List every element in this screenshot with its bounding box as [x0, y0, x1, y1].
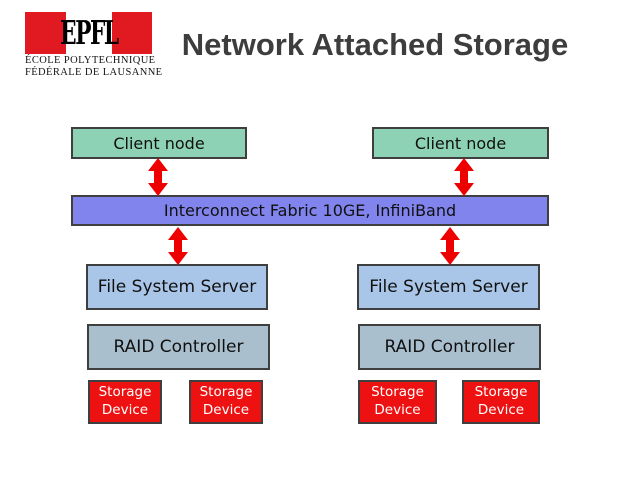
storage-device-label: Device	[101, 402, 149, 418]
raid-controller-right-box: RAID Controller	[358, 324, 541, 370]
file-system-server-left-box: File System Server	[86, 264, 268, 310]
storage-device-box: Storage Device	[358, 380, 437, 424]
storage-device-label: Storage	[98, 384, 152, 401]
slide-title: Network Attached Storage	[181, 27, 569, 62]
double-arrow-icon	[168, 227, 188, 265]
raid-controller-left-box: RAID Controller	[87, 324, 270, 370]
epfl-logo: EPFL	[25, 12, 152, 54]
epfl-logo-caption: ÉCOLE POLYTECHNIQUE FÉDÉRALE DE LAUSANNE	[25, 55, 165, 78]
interconnect-fabric-box: Interconnect Fabric 10GE, InfiniBand	[71, 195, 549, 226]
storage-device-box: Storage Device	[189, 380, 263, 424]
storage-device-label: Storage	[371, 384, 424, 401]
storage-device-label: Device	[202, 402, 250, 418]
storage-device-label: Device	[477, 402, 525, 418]
storage-device-label: Device	[374, 402, 421, 418]
epfl-logo-text: EPFL	[59, 14, 119, 52]
epfl-caption-line1: ÉCOLE POLYTECHNIQUE	[25, 55, 156, 66]
file-system-server-right-box: File System Server	[357, 264, 540, 310]
storage-device-label: Storage	[199, 384, 253, 401]
epfl-logo-center: EPFL	[60, 12, 119, 54]
storage-device-box: Storage Device	[88, 380, 162, 424]
double-arrow-icon	[440, 227, 460, 265]
double-arrow-icon	[148, 158, 168, 196]
storage-device-box: Storage Device	[462, 380, 540, 424]
double-arrow-icon	[454, 158, 474, 196]
client-node-right-box: Client node	[372, 127, 549, 159]
client-node-left-box: Client node	[71, 127, 247, 159]
storage-device-label: Storage	[474, 384, 528, 401]
epfl-caption-line2: FÉDÉRALE DE LAUSANNE	[25, 66, 163, 78]
